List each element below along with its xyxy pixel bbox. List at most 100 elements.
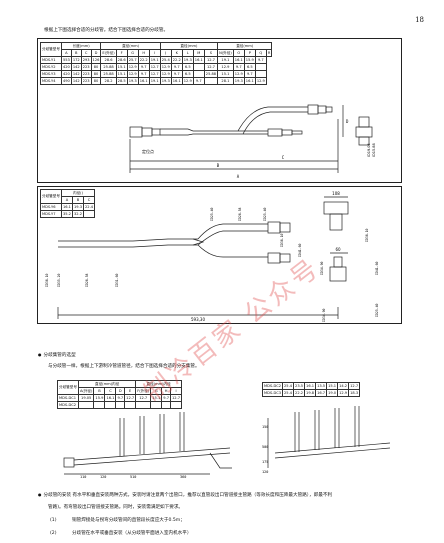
t1-cell: 15.1 xyxy=(115,63,128,71)
install-text-2: 管路)。有弯管段出口管道接支管路。同时，安装需满足如下要求。 xyxy=(48,505,184,510)
t1-col-0: A xyxy=(60,49,72,57)
dim-v13: ID25.40 xyxy=(375,303,379,317)
locator-note: 定位点 xyxy=(142,148,154,154)
t1-cell: 25.7 xyxy=(126,56,139,64)
t1-cell: 420 xyxy=(60,70,72,78)
mtr-cell: 14.2 xyxy=(337,382,350,390)
t1-cell xyxy=(192,70,205,78)
t1-cell: 12.7 xyxy=(203,56,219,64)
t1-col-8: I xyxy=(148,49,161,57)
dim-v5: ID38.10 xyxy=(45,273,49,287)
install-item-1: 铜管焊接处与拐弯分歧管间的直管段长度应大于0.5m； xyxy=(72,518,185,523)
t1-cell: 28.2 xyxy=(100,77,117,85)
md-dim-2: 120 xyxy=(100,475,106,478)
dim-v6: ID35.20 xyxy=(57,273,61,287)
t1-cell: 6.5 xyxy=(243,63,256,71)
mt-cell xyxy=(150,401,163,409)
section-header-manifold: 分歧集管的选型 xyxy=(38,352,76,359)
t1-col-13: S xyxy=(203,49,219,57)
length-60: 60 xyxy=(335,247,341,252)
t1-col-14: N(外径) xyxy=(217,49,234,57)
mt-col-2: C xyxy=(104,387,117,395)
dim-v11: ID41.60 xyxy=(375,261,379,275)
t1-cell: 15.1 xyxy=(115,70,128,78)
t1-cell: 142 xyxy=(70,63,82,71)
mt-col-0: A(外径) xyxy=(77,387,95,395)
t1-cell: 12.9 xyxy=(159,70,172,78)
dim-v3: ID38.10 xyxy=(280,233,284,247)
t1-cell: 12.9 xyxy=(254,77,267,85)
dim-v7: ID28.58 xyxy=(85,273,89,287)
t2-cell xyxy=(82,210,96,218)
t1-col-9: J xyxy=(159,49,172,57)
t1-cell: 12.9 xyxy=(181,77,194,85)
md-dim-5: 500 xyxy=(262,445,268,449)
branch-pipe-drawing-2: 108 60 593,30 ID25.40 ID28.58 ID25.40 ID… xyxy=(45,191,379,322)
t1-col-10: K xyxy=(170,49,183,57)
t1-cell: 12.9 xyxy=(159,63,172,71)
dim-v1: ID28.58 xyxy=(238,207,242,221)
t1-cell: 9.7 xyxy=(232,63,245,71)
t1-cell: 6.5 xyxy=(181,70,194,78)
mt-header-gas: 直径(mm)内径 xyxy=(77,380,137,388)
mtr-cell: 12.9 xyxy=(337,389,350,397)
install-text-1: 分歧管的安装 有水平和垂直安装两种方式，安装时请注意两个出管口，推荐以直管段出口… xyxy=(38,492,333,499)
mt-col-3: D xyxy=(115,387,126,395)
mtr-cell: 12.7 xyxy=(348,382,361,390)
col-header-length: 长度(mm) xyxy=(60,42,102,50)
dim-v9: ID34.90 xyxy=(320,261,324,275)
mt-cell xyxy=(104,401,117,409)
mtr-cell: 18.3 xyxy=(348,389,361,397)
t1-col-1: B xyxy=(70,49,82,57)
t1-cell: 12.9 xyxy=(232,70,245,78)
t1-cell: 12.9 xyxy=(126,70,139,78)
install-item-2: 分歧管在水平或垂直安装（从分歧管平面进入室内机水平） xyxy=(72,531,192,536)
dim-label-d: D xyxy=(346,119,349,124)
intro-text: 根据上下图选择合适的分歧管。结合下图选择合适的分歧管。 xyxy=(44,28,169,33)
t1-cell: 80 xyxy=(90,63,102,71)
mtr-cell: 16.1 xyxy=(304,382,317,390)
mtr-cell: 22.2 xyxy=(293,389,306,397)
t1-col-6: G xyxy=(126,49,139,57)
t1-cell: 223 xyxy=(80,63,92,71)
md-dim-1: 110 xyxy=(80,475,86,478)
t1-cell: 16.1 xyxy=(137,77,150,85)
t1-col-3: D xyxy=(90,49,102,57)
t1-col-2: C xyxy=(80,49,92,57)
t1-cell: MDS-Y1 xyxy=(40,56,62,64)
t1-cell: 9.7 xyxy=(254,56,267,64)
mtr-cell: 19.8 xyxy=(304,389,317,397)
t1-col-16: P xyxy=(243,49,256,57)
t1-col-4: E(外径) xyxy=(100,49,117,57)
dim-id1905: ID19.05 xyxy=(367,143,371,157)
t1-cell: 16.1 xyxy=(170,77,183,85)
length-108: 108 xyxy=(332,191,340,196)
mtr-cell: 15.1 xyxy=(326,382,339,390)
t1-cell: 25.88 xyxy=(100,70,117,78)
t1-cell xyxy=(254,70,267,78)
t1-cell xyxy=(254,63,267,71)
dim-id1588: ID15.88 xyxy=(372,143,376,157)
t1-cell: 19.3 xyxy=(159,77,172,85)
mt-cell xyxy=(135,401,152,409)
t1-cell: 15.9 xyxy=(243,56,256,64)
t1-cell: 223 xyxy=(80,70,92,78)
t1-cell: MDS-Y3 xyxy=(40,70,62,78)
length-593: 593,30 xyxy=(191,317,205,322)
col-header-diameter-2: 直径(mm) xyxy=(159,42,219,50)
t1-cell: 19.1 xyxy=(217,56,234,64)
t1-cell: 25.88 xyxy=(203,70,219,78)
t1-col-18: R xyxy=(265,49,273,57)
t1-cell: 22.2 xyxy=(170,56,183,64)
mtr-cell: 25.4 xyxy=(282,382,295,390)
t1-cell: 19.3 xyxy=(126,77,139,85)
page-number: 18 xyxy=(415,16,424,24)
t1-cell: 19.1 xyxy=(148,77,161,85)
dim-v12: ID38.10 xyxy=(365,228,369,242)
